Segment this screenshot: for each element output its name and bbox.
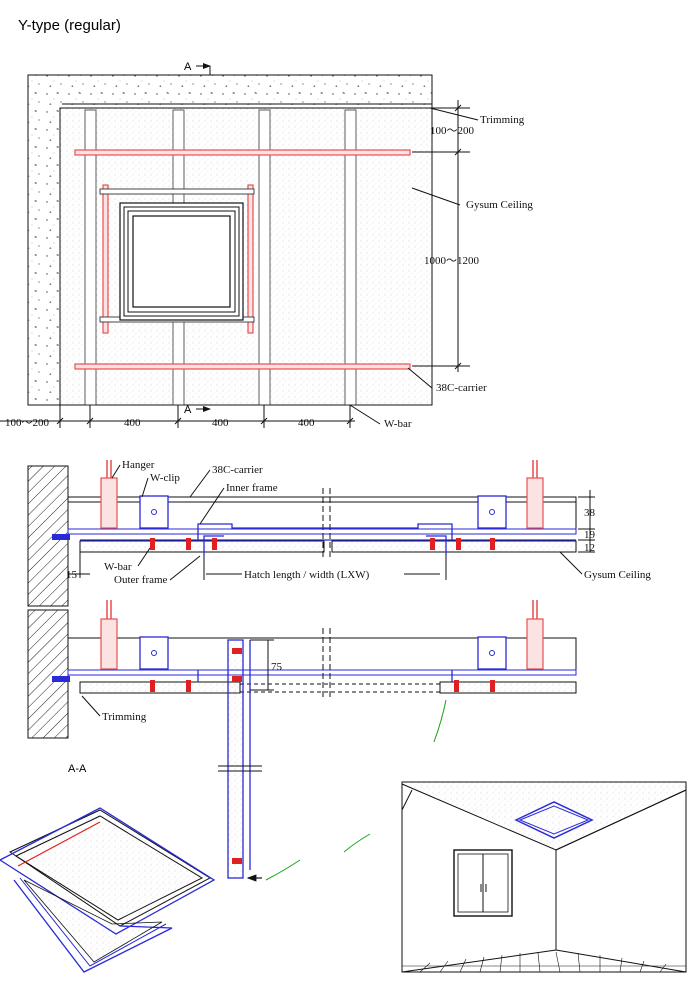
section-wall-1 <box>27 465 69 607</box>
plan-carrier-top <box>74 149 411 156</box>
drawing-title: Y-type (regular) <box>18 17 121 34</box>
section-marker-top: A <box>184 61 192 73</box>
section-view-open: 75 Trimming A-A <box>27 600 577 882</box>
label-hanger: Hanger <box>122 459 155 471</box>
label-section-aa: A-A <box>68 763 87 775</box>
room-ceiling-hatch <box>514 801 594 839</box>
section-wall-2 <box>27 609 69 739</box>
label-inner-frame: Inner frame <box>226 482 278 494</box>
label-wbar-section: W-bar <box>104 561 132 573</box>
dim-left-gap: 100～200 <box>5 417 49 429</box>
plan-view: 100～200 1000～1200 Trimming Gysum Ceiling… <box>0 61 533 430</box>
label-gypsum-section: Gysum Ceiling <box>584 569 651 581</box>
room-perspective-sketch <box>401 781 687 973</box>
section-view-closed: Hanger W-clip 38C-carrier Inner frame W-… <box>27 459 651 607</box>
label-hatch-size: Hatch length / width (LXW) <box>244 569 370 581</box>
isometric-hatch-sketch <box>0 807 216 973</box>
hanger-right <box>526 460 544 529</box>
section-marker-bottom: A <box>184 404 192 416</box>
plan-label-trimming: Trimming <box>480 114 525 126</box>
hanger-left <box>100 460 118 529</box>
label-outer-frame: Outer frame <box>114 574 168 586</box>
dim-spacing-1: 400 <box>124 417 141 429</box>
dim-carrier-span: 1000～1200 <box>424 255 479 267</box>
dim-38: 38 <box>584 507 596 519</box>
label-trimming-section: Trimming <box>102 711 147 723</box>
label-carrier-section: 38C-carrier <box>212 464 263 476</box>
plan-label-carrier: 38C-carrier <box>436 382 487 394</box>
dim-19: 19 <box>584 529 596 541</box>
label-wclip: W-clip <box>150 472 180 484</box>
plan-label-gypsum: Gysum Ceiling <box>466 199 533 211</box>
plan-carrier-bottom <box>74 363 411 370</box>
plan-label-wbar: W-bar <box>384 418 412 430</box>
dim-75: 75 <box>271 661 283 673</box>
dim-top-gap: 100～200 <box>430 125 474 137</box>
dim-spacing-3: 400 <box>298 417 315 429</box>
hatch-panel-open <box>227 639 244 879</box>
dim-spacing-2: 400 <box>212 417 229 429</box>
dim-12: 12 <box>584 542 595 554</box>
dim-15: 15 <box>66 569 78 581</box>
